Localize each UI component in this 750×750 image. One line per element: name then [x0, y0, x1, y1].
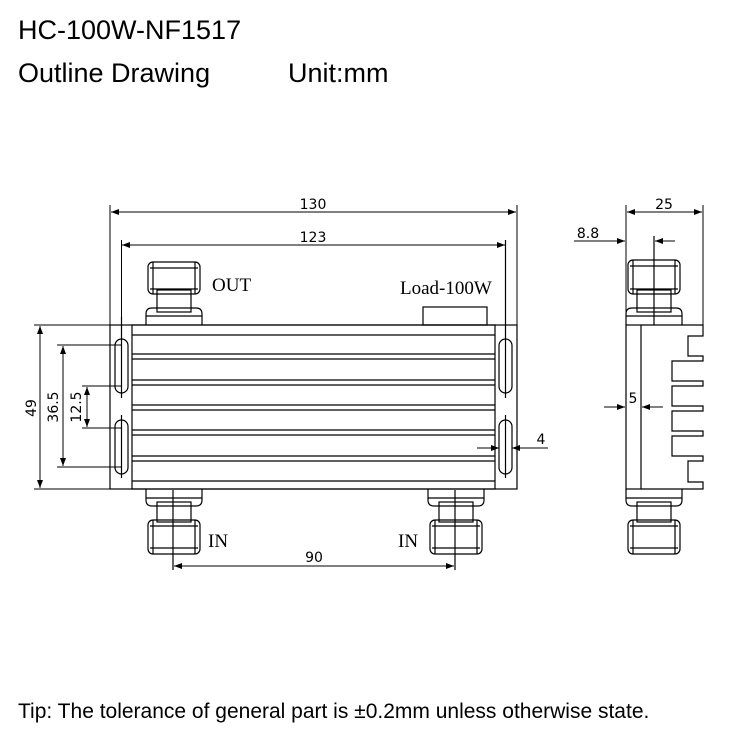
housing-body [131, 324, 496, 490]
dim-connector-offset-text: 8.8 [577, 226, 599, 242]
cooling-fins [132, 334, 495, 482]
out-port-label: OUT [212, 275, 251, 296]
dim-flange-thickness-text: 5 [629, 391, 638, 407]
side-bottom-connector [625, 489, 683, 555]
mounting-slots-right [498, 240, 513, 478]
dim-depth-text: 25 [655, 197, 673, 213]
dim-hole-gap-text: 12.5 [69, 391, 85, 422]
tolerance-tip: Tip: The tolerance of general part is ±0… [18, 700, 650, 723]
dim-hole-gap [82, 385, 121, 429]
side-flange [625, 324, 642, 490]
in-connector-left [145, 489, 203, 570]
drawing-subtitle: Outline Drawing [18, 58, 211, 88]
front-view [34, 205, 548, 570]
side-view [574, 205, 704, 555]
model-title: HC-100W-NF1517 [18, 15, 242, 45]
unit-label: Unit:mm [288, 58, 389, 88]
in-left-label: IN [208, 531, 228, 552]
dim-overall-length [109, 205, 518, 325]
dim-mounting-length [121, 240, 505, 325]
dim-height [34, 324, 110, 490]
dim-input-spacing-text: 90 [305, 550, 323, 566]
dim-slot-width-text: 4 [537, 432, 546, 448]
side-top-connector [625, 236, 683, 325]
dim-depth [625, 205, 704, 325]
load-label: Load-100W [400, 278, 492, 299]
dim-height-text: 49 [24, 399, 40, 417]
dim-overall-length-text: 130 [300, 197, 327, 213]
out-connector [145, 261, 203, 325]
dim-mounting-length-text: 123 [300, 230, 327, 246]
heatsink-profile [641, 324, 704, 490]
mounting-slots-left [114, 317, 129, 478]
in-connector-right [427, 489, 485, 570]
dim-hole-span [57, 344, 121, 468]
mounting-flange [109, 324, 518, 490]
dim-hole-span-text: 36.5 [46, 391, 62, 422]
load-block [422, 306, 488, 326]
in-right-label: IN [398, 531, 418, 552]
